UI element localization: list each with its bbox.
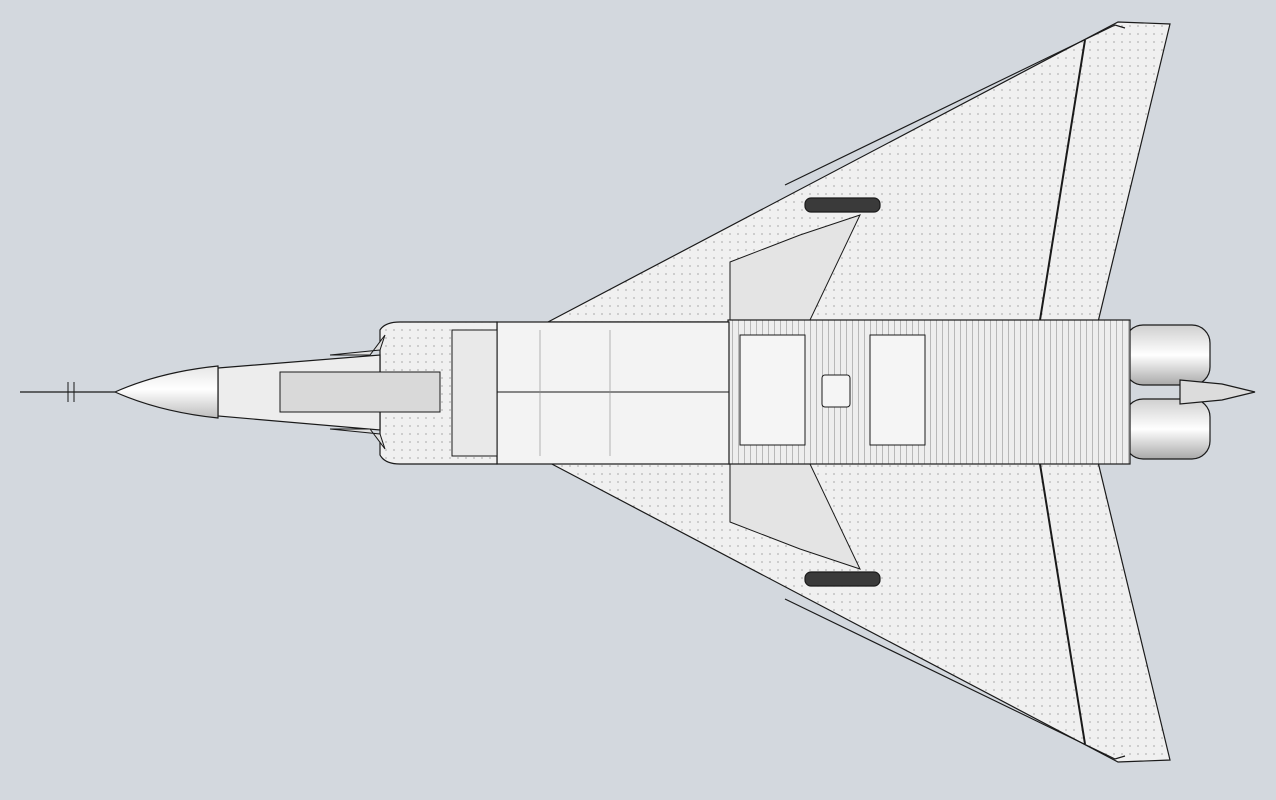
canard-lower — [329, 428, 386, 450]
aircraft-icon — [20, 21, 1256, 763]
tail-cone — [1179, 379, 1256, 405]
center-fuselage-panel — [496, 321, 730, 465]
upper-landing-gear — [804, 197, 881, 213]
cockpit-equipment — [279, 371, 441, 413]
intake-panel — [451, 329, 498, 457]
upper-elevon-hinge — [1039, 39, 1086, 321]
upper-nozzle — [1124, 324, 1211, 386]
lower-landing-gear — [804, 571, 881, 587]
aft-panel — [869, 334, 926, 446]
lower-nozzle — [1124, 398, 1211, 460]
lower-slat-line — [784, 598, 1126, 760]
upper-slat-line — [784, 24, 1126, 186]
lower-elevon-hinge — [1039, 463, 1086, 745]
aft-panel — [821, 374, 851, 408]
nose-cone — [113, 365, 219, 419]
aft-panel — [739, 334, 806, 446]
canard-upper — [329, 334, 386, 356]
